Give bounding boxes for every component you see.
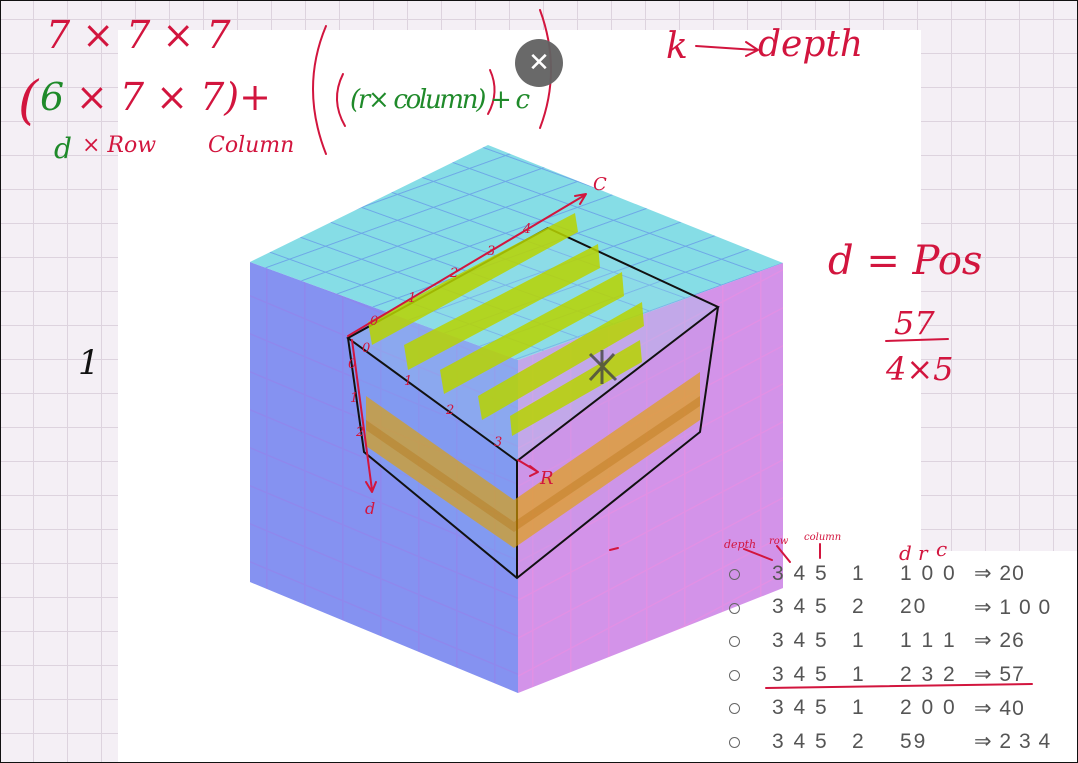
label-row: × Row xyxy=(82,133,156,158)
svg-text:1: 1 xyxy=(404,374,412,389)
svg-text:3: 3 xyxy=(487,244,495,259)
svg-text:2: 2 xyxy=(449,266,458,281)
close-icon[interactable]: ✕ xyxy=(528,48,550,78)
depth-label: depth xyxy=(758,24,863,65)
svg-text:0: 0 xyxy=(348,357,356,372)
table-header-annotations: depth row column d r c xyxy=(724,532,947,565)
list-item: 3 4 5 1 1 1 1 ⇒ 26 xyxy=(722,624,1074,658)
formula-annotation: 7 × 7 × 7 ( 6 × 7 × 7)+ (r× column) + c … xyxy=(18,9,552,165)
header-depth: depth xyxy=(724,538,756,551)
bullet-icon xyxy=(729,636,740,648)
header-row: row xyxy=(769,536,789,547)
formula-line2: × 7 × 7)+ xyxy=(76,75,271,119)
list-item: 3 4 5 1 1 0 0 ⇒ 20 xyxy=(722,557,1074,591)
list-item: 3 4 5 1 2 3 2 ⇒ 57 xyxy=(722,658,1074,692)
voxel-cube xyxy=(250,145,783,693)
fraction-denominator: 4×5 xyxy=(885,350,954,388)
svg-text:1: 1 xyxy=(350,391,358,406)
d-pos-label: d = Pos xyxy=(828,238,982,284)
header-d: d xyxy=(899,541,912,565)
side-annotations: k depth d = Pos 57 4×5 1 xyxy=(78,24,982,388)
svg-text:3: 3 xyxy=(494,435,502,450)
formula-d: 6 xyxy=(40,75,64,119)
separator-line xyxy=(765,683,1033,689)
axis-r-label: R xyxy=(539,468,554,489)
formula-line1: 7 × 7 × 7 xyxy=(46,13,231,57)
axis-annotations: C R d 0 1 2 3 4 0 1 2 3 0 1 2 xyxy=(347,174,607,518)
svg-text:0: 0 xyxy=(362,341,370,356)
svg-text:1: 1 xyxy=(408,291,416,306)
ink-tick xyxy=(609,547,619,551)
header-c: c xyxy=(936,537,947,561)
bullet-icon xyxy=(729,602,740,614)
highlighted-rows xyxy=(366,213,700,548)
label-column: Column xyxy=(208,133,294,158)
content-canvas-extension xyxy=(921,551,1077,763)
close-button[interactable]: ✕ xyxy=(515,39,563,87)
label-d: d xyxy=(54,132,72,165)
list-item: 3 4 5 2 59 ⇒ 2 3 4 xyxy=(722,725,1074,759)
k-label: k xyxy=(666,26,688,67)
crosshair-cursor-icon xyxy=(588,350,618,384)
svg-text:2: 2 xyxy=(445,403,454,418)
list-item: 3 4 5 1 2 0 0 ⇒ 40 xyxy=(722,691,1074,725)
list-item: 3 4 5 2 20 ⇒ 1 0 0 xyxy=(722,591,1074,625)
axis-d-label: d xyxy=(365,499,375,518)
header-r: r xyxy=(918,541,929,565)
svg-text:0: 0 xyxy=(370,314,378,329)
tally-mark: 1 xyxy=(78,343,100,383)
cube-right-face xyxy=(518,263,783,693)
bullet-icon xyxy=(729,669,740,681)
svg-text:2: 2 xyxy=(355,425,364,440)
svg-text:4: 4 xyxy=(522,222,531,237)
formula-inner: (r× column) + c xyxy=(350,85,530,115)
header-column: column xyxy=(804,532,841,543)
bullet-icon xyxy=(729,569,740,580)
fraction-numerator: 57 xyxy=(894,304,935,342)
bullet-icon xyxy=(729,736,740,748)
axis-c-label: C xyxy=(593,174,607,195)
bullet-icon xyxy=(729,703,740,715)
svg-text:(: ( xyxy=(18,71,40,131)
result-list: 3 4 5 1 1 0 0 ⇒ 20 3 4 5 2 20 ⇒ 1 0 0 3 … xyxy=(722,557,1074,759)
